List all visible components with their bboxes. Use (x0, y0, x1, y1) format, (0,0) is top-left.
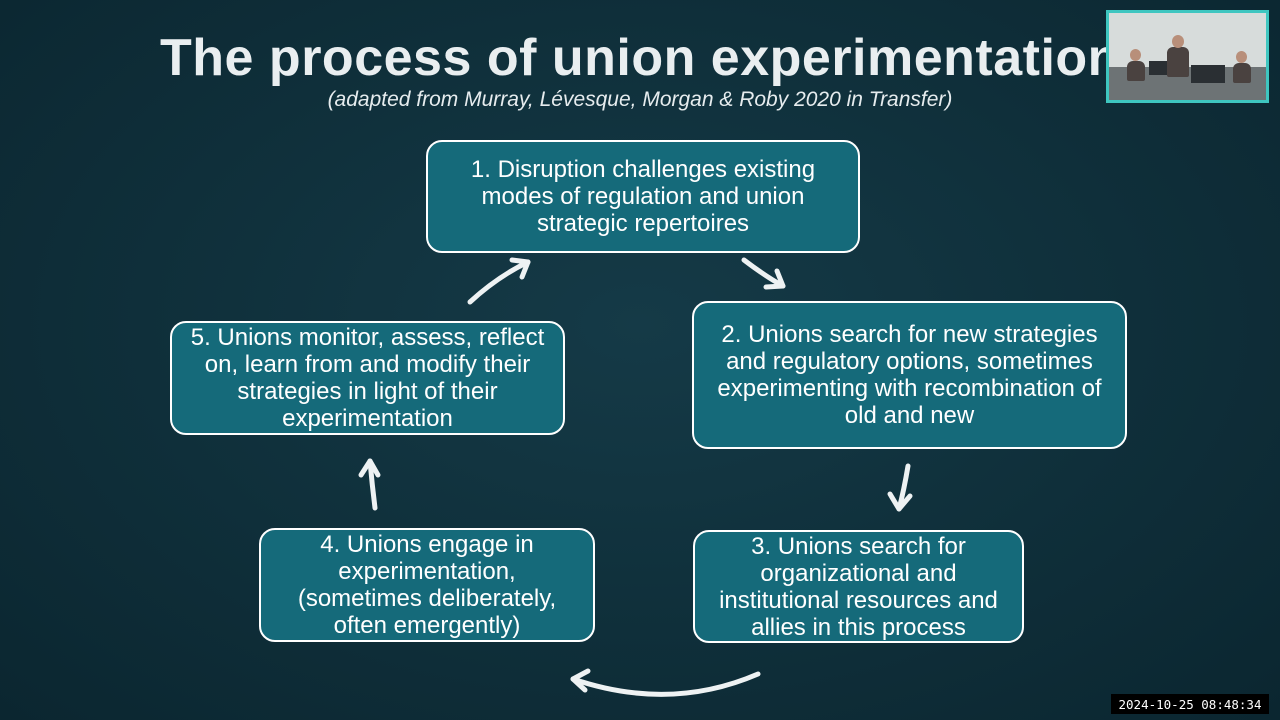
arrow-1-to-2 (741, 257, 786, 290)
step-1-box: 1. Disruption challenges existing modes … (426, 140, 860, 253)
step-5-box: 5. Unions monitor, assess, reflect on, l… (170, 321, 565, 435)
step-3-box: 3. Unions search for organizational and … (693, 530, 1024, 643)
step-3-text: 3. Unions search for organizational and … (719, 532, 998, 641)
webcam-monitor (1149, 61, 1171, 75)
webcam-person-head (1172, 35, 1184, 48)
slide-title: The process of union experimentation (160, 29, 1120, 87)
step-1-text: 1. Disruption challenges existing modes … (470, 156, 816, 237)
recording-timestamp: 2024-10-25 08:48:34 (1111, 694, 1269, 714)
arrow-5-to-1 (467, 257, 531, 305)
webcam-video-thumbnail[interactable] (1106, 10, 1269, 103)
webcam-person (1167, 47, 1189, 77)
webcam-monitor (1191, 65, 1225, 83)
arrow-3-to-4 (570, 668, 761, 697)
step-4-box: 4. Unions engage in experimentation, (so… (259, 528, 595, 642)
step-4-text: 4. Unions engage in experimentation, (so… (297, 531, 557, 639)
webcam-person-head (1236, 51, 1247, 63)
step-2-text: 2. Unions search for new strategies and … (717, 321, 1102, 429)
arrow-2-to-3 (887, 463, 913, 512)
step-2-box: 2. Unions search for new strategies and … (692, 301, 1127, 449)
arrow-4-to-5 (358, 458, 381, 511)
slide-subtitle: (adapted from Murray, Lévesque, Morgan &… (327, 88, 953, 111)
step-5-text: 5. Unions monitor, assess, reflect on, l… (190, 324, 545, 432)
webcam-person (1127, 61, 1145, 81)
webcam-person (1233, 63, 1251, 83)
webcam-person-head (1130, 49, 1141, 61)
